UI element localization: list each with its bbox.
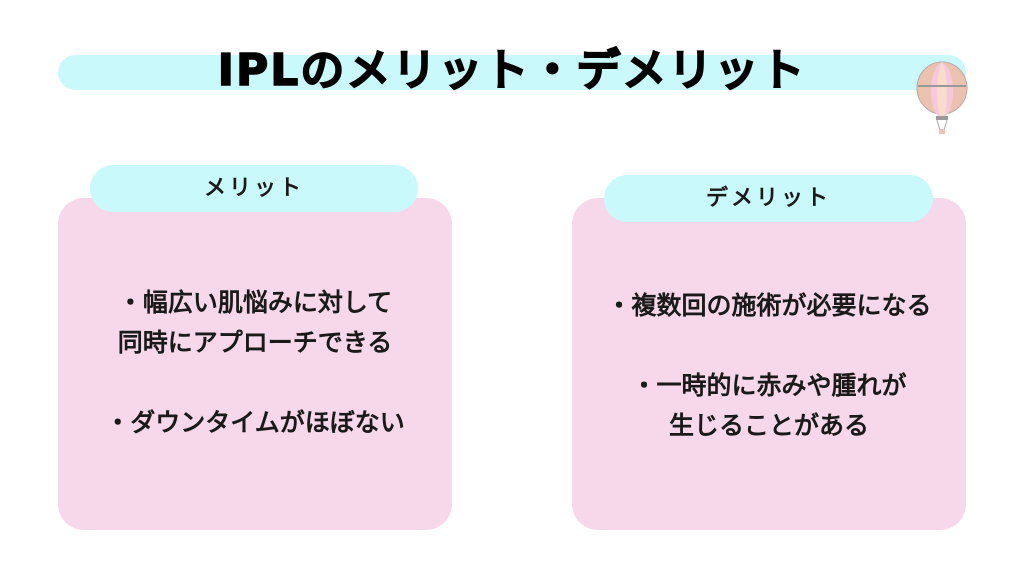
hot-air-balloon-icon [916,61,968,134]
merit-item: ・幅広い肌悩みに対して [117,288,393,317]
demerit-item: ・複数回の施術が必要になる [606,291,932,320]
title-bar [58,55,966,90]
demerit-list: ・複数回の施術が必要になる ・一時的に赤みや腫れが 生じることがある [572,286,966,446]
demerit-label: デメリット [604,175,933,222]
demerit-item: ・一時的に赤みや腫れが [631,371,907,400]
merit-label: メリット [90,165,418,212]
merit-list: ・幅広い肌悩みに対して 同時にアプローチできる ・ダウンタイムがほぼない [58,283,452,443]
demerit-panel [572,198,966,530]
merit-panel [58,198,452,530]
merit-item: 同時にアプローチできる [117,328,393,357]
page-title: IPLのメリット・デメリット [217,44,807,97]
merit-item: ・ダウンタイムがほぼない [105,408,405,437]
demerit-item: 生じることがある [668,411,869,440]
